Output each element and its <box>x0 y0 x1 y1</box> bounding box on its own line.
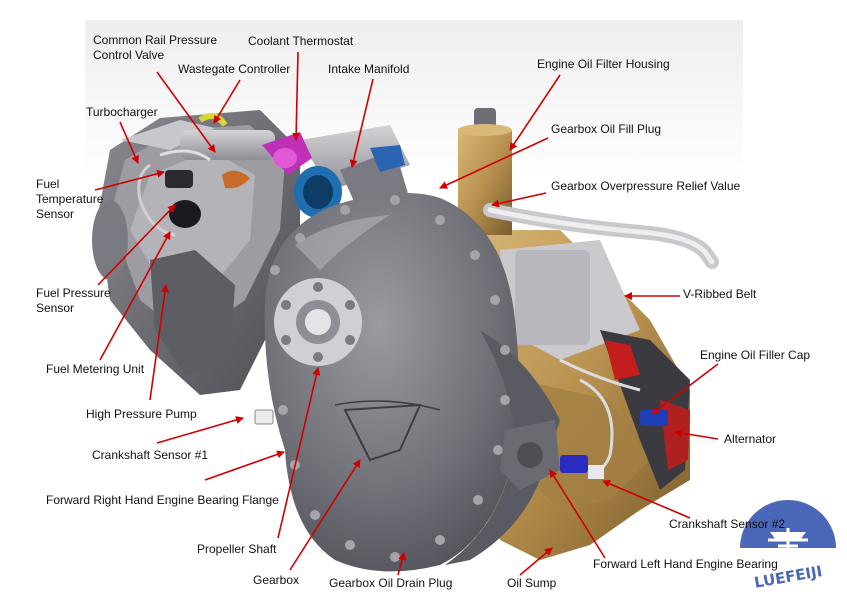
arrow-fuel-temp <box>94 169 165 191</box>
arrow-oil-filter-housing <box>509 74 561 151</box>
arrow-high-pressure-pump <box>149 284 169 401</box>
label-fuel-temp: Fuel Temperature Sensor <box>36 177 104 221</box>
label-common-rail: Common Rail Pressure Control Valve <box>93 33 218 62</box>
label-alternator: Alternator <box>724 432 777 446</box>
label-vribbed-belt: V-Ribbed Belt <box>683 287 757 301</box>
label-fuel-pressure: Fuel Pressure Sensor <box>36 286 111 315</box>
watermark-logo: LUEFEIJI <box>740 500 836 592</box>
arrow-gearbox <box>289 459 361 571</box>
label-wastegate: Wastegate Controller <box>178 62 291 76</box>
arrow-propeller-shaft <box>277 367 321 539</box>
label-fwd-right-bearing: Forward Right Hand Engine Bearing Flange <box>46 493 279 507</box>
arrow-oil-filler-cap <box>651 363 719 415</box>
arrow-alternator <box>674 429 719 440</box>
label-coolant-thermostat: Coolant Thermostat <box>248 34 354 48</box>
label-gearbox-oil-fill: Gearbox Oil Fill Plug <box>551 122 662 136</box>
relief-pipe-highlight <box>487 207 715 265</box>
arrow-intake-manifold <box>349 78 374 168</box>
arrow-gearbox-overpressure <box>491 192 547 208</box>
arrow-fuel-pressure <box>97 204 176 286</box>
label-fwd-left-bearing: Forward Left Hand Engine Bearing <box>593 557 778 571</box>
label-crank-sensor-2: Crankshaft Sensor #2 <box>669 517 786 531</box>
arrow-gearbox-drain <box>397 552 407 576</box>
label-oil-filter-housing: Engine Oil Filter Housing <box>537 57 670 71</box>
arrow-common-rail <box>156 71 216 153</box>
gearbox-cover <box>264 192 560 572</box>
callout-arrows <box>94 51 719 576</box>
arrow-fuel-metering <box>99 231 171 361</box>
label-gearbox: Gearbox <box>253 573 300 587</box>
arrow-turbocharger <box>119 121 139 164</box>
arrow-crank-sensor-2 <box>602 480 691 519</box>
arrow-oil-sump <box>519 547 553 576</box>
label-oil-filler-cap: Engine Oil Filler Cap <box>700 348 811 362</box>
label-oil-sump: Oil Sump <box>507 576 557 590</box>
label-high-pressure-pump: High Pressure Pump <box>86 407 197 421</box>
arrow-crank-sensor-1 <box>156 416 244 444</box>
arrow-gearbox-oil-fill <box>439 137 549 189</box>
label-gearbox-overpressure: Gearbox Overpressure Relief Value <box>551 179 741 193</box>
arrow-fwd-right-bearing <box>204 450 285 481</box>
arrow-wastegate <box>213 79 241 124</box>
label-intake-manifold: Intake Manifold <box>328 62 410 76</box>
arrow-fwd-left-bearing <box>549 469 606 559</box>
label-turbocharger: Turbocharger <box>86 105 158 119</box>
label-fuel-metering: Fuel Metering Unit <box>46 362 145 376</box>
label-gearbox-drain: Gearbox Oil Drain Plug <box>329 576 453 590</box>
crankshaft-sensor-1-part <box>254 409 274 425</box>
label-crank-sensor-1: Crankshaft Sensor #1 <box>92 448 209 462</box>
fuel-pressure-sensor-part <box>169 200 201 228</box>
label-propeller-shaft: Propeller Shaft <box>197 542 277 556</box>
arrow-coolant-thermostat <box>292 51 301 141</box>
